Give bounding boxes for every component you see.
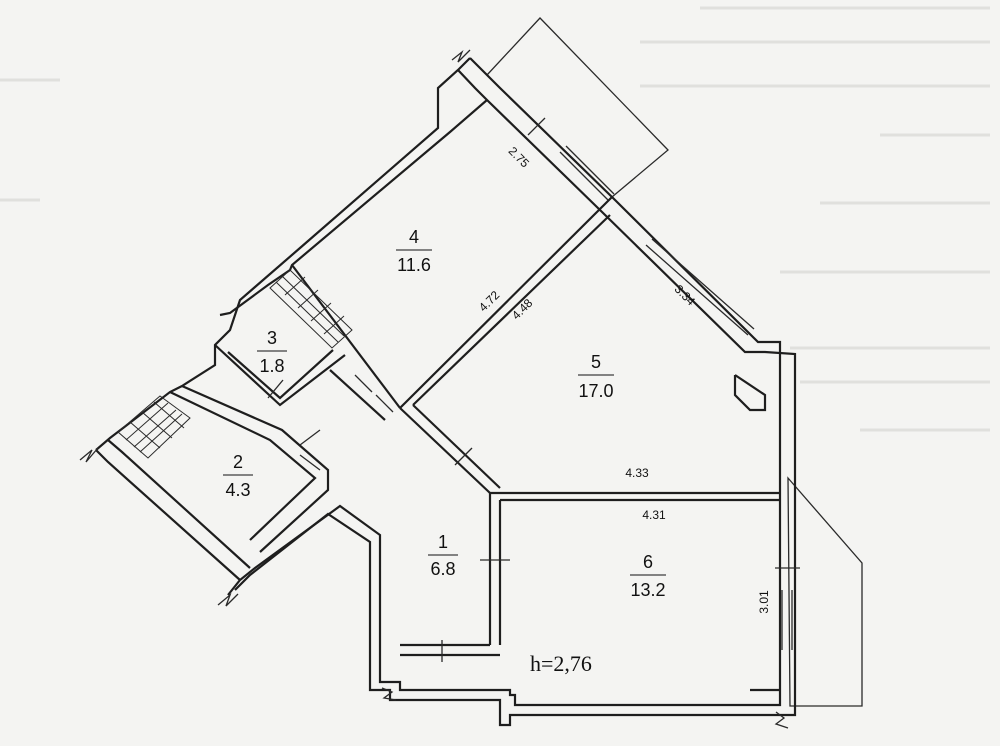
room-6-area: 13.2: [630, 580, 665, 600]
room-4-area: 11.6: [397, 255, 431, 275]
room-3-label: 3 1.8: [257, 328, 287, 376]
room-3-area: 1.8: [259, 356, 284, 376]
windows: [559, 145, 793, 650]
shaft-hatch-1: [269, 269, 353, 349]
room-5-area: 17.0: [578, 381, 613, 401]
shaft-hatch-2: [117, 395, 191, 459]
room-2-area-value: 4.3: [225, 480, 250, 500]
outer-walls: [95, 57, 797, 727]
room-1-area: 6.8: [430, 559, 455, 579]
room-5-number: 5: [591, 352, 601, 372]
dimension-3-34: 3.34: [672, 282, 699, 309]
room-4-number: 4: [409, 227, 419, 247]
room-6-label: 6 13.2: [630, 552, 666, 600]
dimension-3-01: 3.01: [757, 590, 771, 614]
room-2-label: 2 1.8 4.3: [223, 452, 253, 500]
dimension-4-31: 4.31: [642, 508, 666, 522]
room-1-number: 1: [438, 532, 448, 552]
door-marks: [267, 117, 800, 662]
ceiling-height-label: h=2,76: [530, 651, 592, 676]
room-5-label: 5 17.0: [578, 352, 614, 401]
room-2-number: 2: [233, 452, 243, 472]
room-1-label: 1 6.8: [428, 532, 458, 579]
balcony-right: [787, 476, 863, 707]
break-marks: [79, 49, 789, 729]
dimension-2-75: 2.75: [506, 144, 533, 171]
dimension-4-33: 4.33: [625, 466, 649, 480]
room-3-number: 3: [267, 328, 277, 348]
room-4-label: 4 11.6: [396, 227, 432, 275]
room-6-number: 6: [643, 552, 653, 572]
interior-walls: [169, 196, 780, 692]
dimension-4-48: 4.48: [509, 296, 536, 323]
background-text-lines: [0, 6, 990, 432]
